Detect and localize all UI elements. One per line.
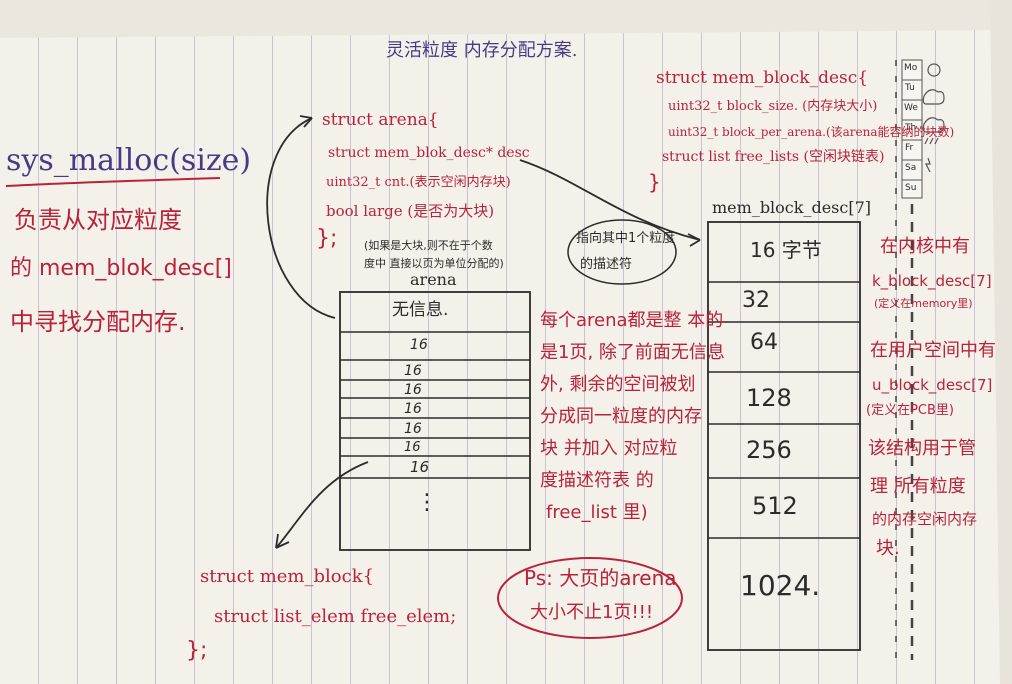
- sys-malloc-desc-2: 的 mem_blok_desc[]: [10, 256, 232, 281]
- arena-note-line: free_list 里): [546, 502, 648, 523]
- arena-cnt-field: uint32_t cnt.(表示空闲内存块): [326, 175, 511, 190]
- mem-block-struct-close: };: [186, 638, 208, 663]
- arena-row-lines: [340, 331, 530, 479]
- desc-array-label: mem_block_desc[7]: [712, 198, 872, 217]
- sys-malloc-desc-3: 中寻找分配内存.: [10, 308, 186, 336]
- kernel-note-line: 的内存空闲内存: [872, 510, 978, 528]
- arena-ellipsis: ⋮: [416, 490, 438, 515]
- desc-array-cell: 512: [752, 492, 798, 520]
- week-tab-fr: Fr: [905, 143, 914, 153]
- desc-per-arena-field: uint32_t block_per_arena.(该arena能容纳的块数): [668, 125, 955, 139]
- week-tab-su: Su: [905, 183, 917, 193]
- desc-array-cell: 32: [742, 288, 770, 313]
- arena-box-label: arena: [410, 270, 457, 289]
- arena-note-line: 外, 剩余的空间被划: [540, 374, 696, 395]
- arena-box: [339, 291, 531, 551]
- pointer-note-oval: [567, 219, 677, 285]
- week-tab-we: We: [904, 103, 918, 113]
- pointer-note-2: 的描述符: [580, 257, 633, 272]
- week-tab-tu: Tu: [905, 83, 915, 93]
- kernel-note-line: k_block_desc[7]: [872, 272, 992, 290]
- desc-pointer-arrow: [519, 159, 701, 241]
- desc-struct-open: struct mem_block_desc{: [656, 68, 869, 88]
- arena-note-line: 度描述符表 的: [540, 470, 654, 491]
- kernel-note-line: (定义在memory里): [874, 297, 973, 310]
- sys-malloc-desc-1: 负责从对应粒度: [14, 206, 182, 234]
- kernel-note-line: (定义在PCB里): [866, 403, 954, 418]
- desc-block-size-field: uint32_t block_size. (内存块大小): [668, 99, 878, 114]
- kernel-note-line: 理 所有粒度: [870, 476, 966, 497]
- week-tab-mo: Mo: [904, 63, 918, 73]
- desc-array-box: [707, 221, 861, 651]
- kernel-note-line: 在用户空间中有: [870, 340, 996, 361]
- arena-desc-field: struct mem_blok_desc* desc: [328, 145, 530, 161]
- week-tab-th: Th: [905, 123, 917, 133]
- arena-arrowhead: [299, 115, 313, 128]
- desc-array-cell: 256: [746, 436, 792, 464]
- sys-malloc-signature: sys_malloc(size): [6, 143, 252, 178]
- arena-note-line: 每个arena都是整 本的: [540, 310, 724, 331]
- week-tabs-box: [901, 59, 923, 199]
- arena-cell: 16: [404, 421, 422, 437]
- arena-cell: 16: [404, 382, 422, 398]
- kernel-note-line: 该结构用于管: [868, 438, 976, 459]
- arena-note-line: 分成同一粒度的内存: [540, 406, 702, 427]
- arena-cell: 16: [410, 458, 430, 476]
- arena-note-line: 是1页, 除了前面无信息: [540, 342, 725, 363]
- arena-large-field: bool large (是否为大块): [326, 202, 495, 220]
- mem-block-field: struct list_elem free_elem;: [214, 606, 457, 627]
- ps-oval: [497, 557, 683, 639]
- desc-free-list-field: struct list free_lists (空闲块链表): [662, 149, 885, 165]
- arena-header-cell: 无信息.: [392, 300, 449, 320]
- desc-array-cell: 128: [746, 384, 792, 412]
- desc-array-cell: 16 字节: [750, 238, 822, 262]
- desc-array-row-lines: [708, 281, 860, 539]
- desc-struct-close: }: [648, 170, 661, 194]
- arena-cell: 16: [404, 440, 421, 455]
- sys-malloc-underline: [5, 177, 221, 187]
- desc-pointer-arrowhead: [687, 233, 701, 247]
- page-top-fold: [0, 0, 1012, 38]
- arena-struct-close: };: [316, 226, 338, 251]
- mem-block-struct-open: struct mem_block{: [200, 566, 375, 587]
- arena-cell: 16: [404, 363, 422, 379]
- kernel-note-line: 块.: [876, 538, 900, 559]
- ps-note-line-2: 大小不止1页!!!: [530, 602, 654, 623]
- arena-cell: 16: [410, 337, 428, 353]
- page-right-edge: [990, 0, 1012, 684]
- kernel-note-line: u_block_desc[7]: [872, 376, 993, 394]
- desc-array-cell: 64: [750, 330, 778, 355]
- arena-struct-open: struct arena{: [322, 110, 439, 130]
- desc-array-cell: 1024.: [740, 569, 821, 602]
- arena-large-note-1: (如果是大块,则不在于个数: [364, 239, 493, 252]
- arena-to-struct-arrow: [266, 117, 336, 319]
- week-tab-sa: Sa: [905, 163, 917, 173]
- ps-note-line-1: Ps: 大页的arena: [524, 566, 677, 590]
- arena-cell: 16: [404, 401, 422, 417]
- arena-note-line: 块 并加入 对应粒: [540, 438, 678, 459]
- week-tabs-dividers: [902, 79, 922, 181]
- page-title: 灵活粒度 内存分配方案.: [386, 40, 578, 61]
- weather-icons: [922, 63, 945, 173]
- cell-to-memblock-arrowhead: [275, 533, 290, 549]
- kernel-note-line: 在内核中有: [880, 236, 970, 257]
- arena-large-note-2: 度中 直接以页为单位分配的): [364, 257, 504, 270]
- pointer-note-1: 指向其中1个粒度: [576, 231, 676, 246]
- cell-to-memblock-arrow: [275, 461, 369, 549]
